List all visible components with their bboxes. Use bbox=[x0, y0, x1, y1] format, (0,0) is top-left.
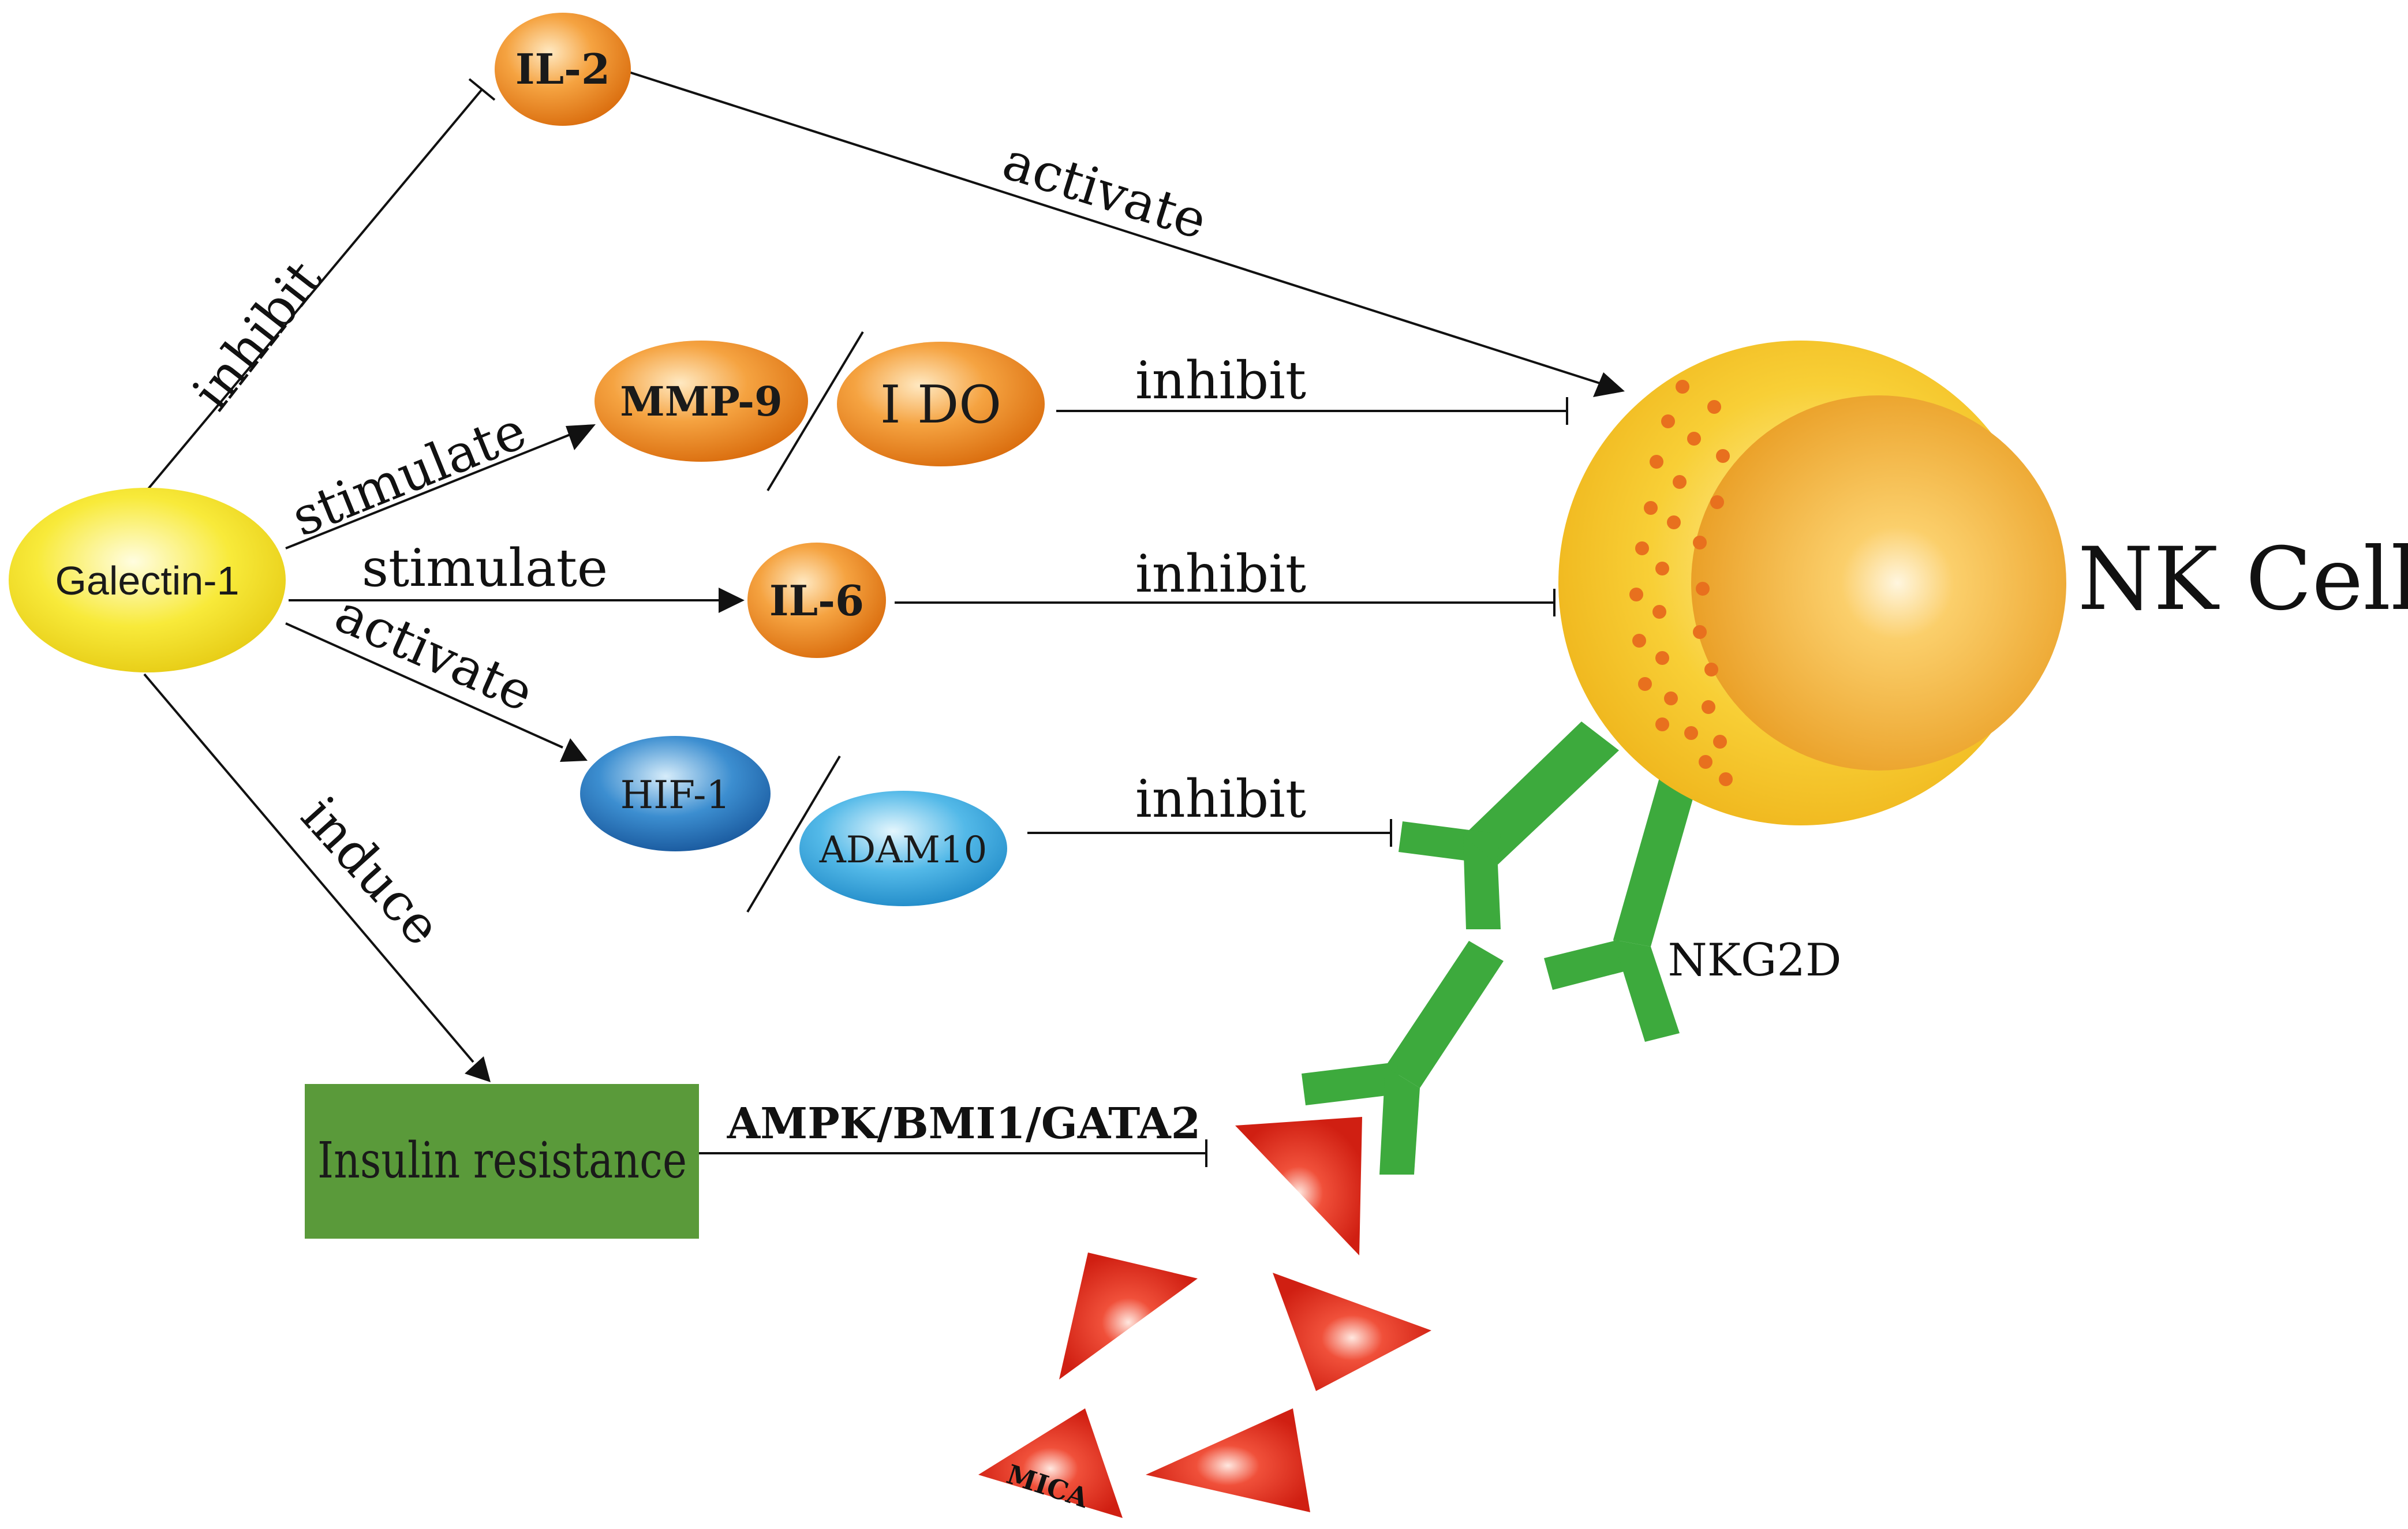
node-insulin-label: Insulin resistance bbox=[317, 1132, 687, 1190]
node-hif1-label: HIF-1 bbox=[620, 773, 731, 817]
label-galectin-il2: inhibit bbox=[181, 249, 334, 421]
label-il6-nk: inhibit bbox=[1135, 544, 1306, 604]
label-galectin-hif1: activate bbox=[326, 583, 542, 724]
edge-galectin-hif1 bbox=[285, 622, 588, 762]
mica-triangle-bound bbox=[1235, 1117, 1362, 1255]
node-galectin: Galectin-1 bbox=[9, 488, 286, 672]
slash-hif1-adam10 bbox=[746, 755, 841, 913]
node-insulin-resistance: Insulin resistance bbox=[305, 1084, 699, 1239]
label-insulin-mica: AMPK/BMI1/GATA2 bbox=[727, 1099, 1201, 1149]
label-galectin-il6: stimulate bbox=[362, 538, 608, 599]
nkg2d-receptor-lower bbox=[1544, 768, 1700, 1042]
node-il2-label: IL-2 bbox=[515, 44, 610, 94]
nk-cell-nucleus bbox=[1691, 395, 2066, 771]
edge-galectin-il2 bbox=[143, 78, 496, 495]
node-hif1: HIF-1 bbox=[580, 736, 771, 851]
node-galectin-label: Galectin-1 bbox=[55, 558, 239, 603]
label-galectin-mmp9: stimulate bbox=[283, 400, 534, 548]
mica-triangle-1 bbox=[1059, 1253, 1198, 1380]
node-ido: I DO bbox=[837, 342, 1045, 466]
mica-triangle-labeled bbox=[978, 1408, 1123, 1518]
slash-mmp9-ido bbox=[766, 331, 864, 492]
node-il2: IL-2 bbox=[495, 13, 631, 126]
nk-cell-granules bbox=[1629, 380, 1733, 786]
edge-adam10-nkg2d bbox=[1027, 819, 1392, 847]
edge-il6-nk bbox=[895, 589, 1556, 616]
label-il2-nk: activate bbox=[996, 130, 1214, 251]
node-mmp9: MMP-9 bbox=[594, 341, 808, 462]
edge-galectin-il6 bbox=[289, 588, 745, 613]
label-galectin-insulin: induce bbox=[289, 786, 453, 958]
edge-galectin-insulin bbox=[143, 673, 491, 1082]
mica-triangle-2 bbox=[1273, 1273, 1431, 1391]
node-ido-label: I DO bbox=[880, 375, 1001, 435]
node-il6-label: IL-6 bbox=[769, 576, 864, 625]
node-mmp9-label: MMP-9 bbox=[620, 377, 783, 425]
edge-galectin-mmp9 bbox=[285, 424, 596, 549]
label-ido-nk: inhibit bbox=[1135, 350, 1306, 411]
nkg2d-receptor-bound bbox=[1302, 941, 1504, 1175]
nk-cell-label: NK Cell bbox=[2078, 529, 2408, 630]
nkg2d-label: NKG2D bbox=[1668, 934, 1842, 986]
node-adam10-label: ADAM10 bbox=[819, 829, 988, 872]
mica-ligands bbox=[978, 1117, 1431, 1518]
nkg2d-receptor-upper bbox=[1399, 721, 1619, 929]
node-adam10: ADAM10 bbox=[799, 791, 1007, 906]
label-adam10-nkg2d: inhibit bbox=[1135, 769, 1306, 829]
mica-triangle-3 bbox=[1146, 1408, 1310, 1512]
node-il6: IL-6 bbox=[747, 543, 886, 658]
edge-ido-nk bbox=[1056, 397, 1568, 425]
edge-insulin-mica bbox=[698, 1139, 1207, 1167]
edge-il2-nk bbox=[629, 71, 1625, 397]
nk-cell bbox=[1302, 341, 2066, 1175]
